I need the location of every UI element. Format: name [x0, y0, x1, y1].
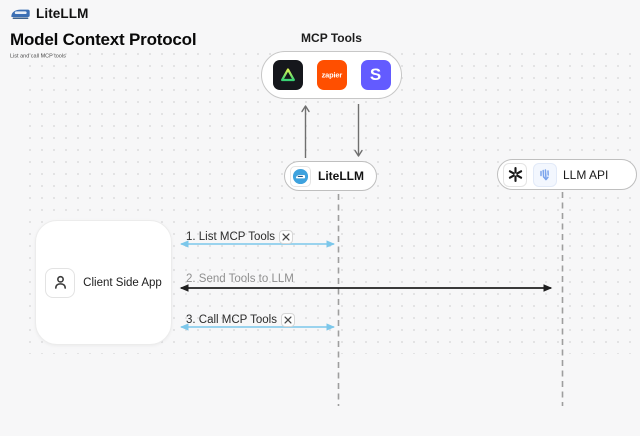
message-list-mcp-tools: 1. List MCP Tools [186, 230, 294, 244]
node-litellm: LiteLLM [284, 161, 377, 191]
node-client-label: Client Side App [83, 276, 162, 289]
node-client-side-app: Client Side App [35, 220, 172, 345]
message-2-text: 2. Send Tools to LLM [186, 273, 294, 285]
zapier-wordmark: zapier [321, 70, 342, 80]
zapier-icon: zapier [316, 60, 347, 90]
mcp-tools-label: MCP Tools [301, 31, 362, 45]
stripe-letter: S [369, 65, 382, 84]
message-1-text: 1. List MCP Tools [186, 231, 276, 243]
brand-name: LiteLLM [36, 6, 89, 21]
page-subtitle: List and call MCP tools [10, 53, 66, 60]
tools-icon [280, 313, 295, 327]
node-litellm-label: LiteLLM [318, 169, 364, 183]
tools-icon [279, 230, 294, 244]
brand-row: LiteLLM [10, 5, 88, 22]
openai-icon [503, 162, 527, 187]
stripe-icon: S [360, 60, 391, 90]
litellm-logo-icon [290, 165, 311, 187]
message-send-tools-to-llm: 2. Send Tools to LLM [186, 273, 294, 285]
message-call-mcp-tools: 3. Call MCP Tools [186, 313, 295, 327]
llm-provider-icon [533, 162, 557, 187]
page-title: Model Context Protocol [10, 30, 197, 49]
node-llm-api: LLM API [497, 159, 637, 190]
node-llm-api-label: LLM API [563, 167, 609, 182]
message-3-text: 3. Call MCP Tools [186, 314, 277, 326]
litellm-train-icon [11, 9, 30, 19]
user-icon [45, 267, 76, 298]
mcp-tools-container: zapier S [261, 51, 402, 99]
triangle-tool-icon [272, 60, 303, 90]
